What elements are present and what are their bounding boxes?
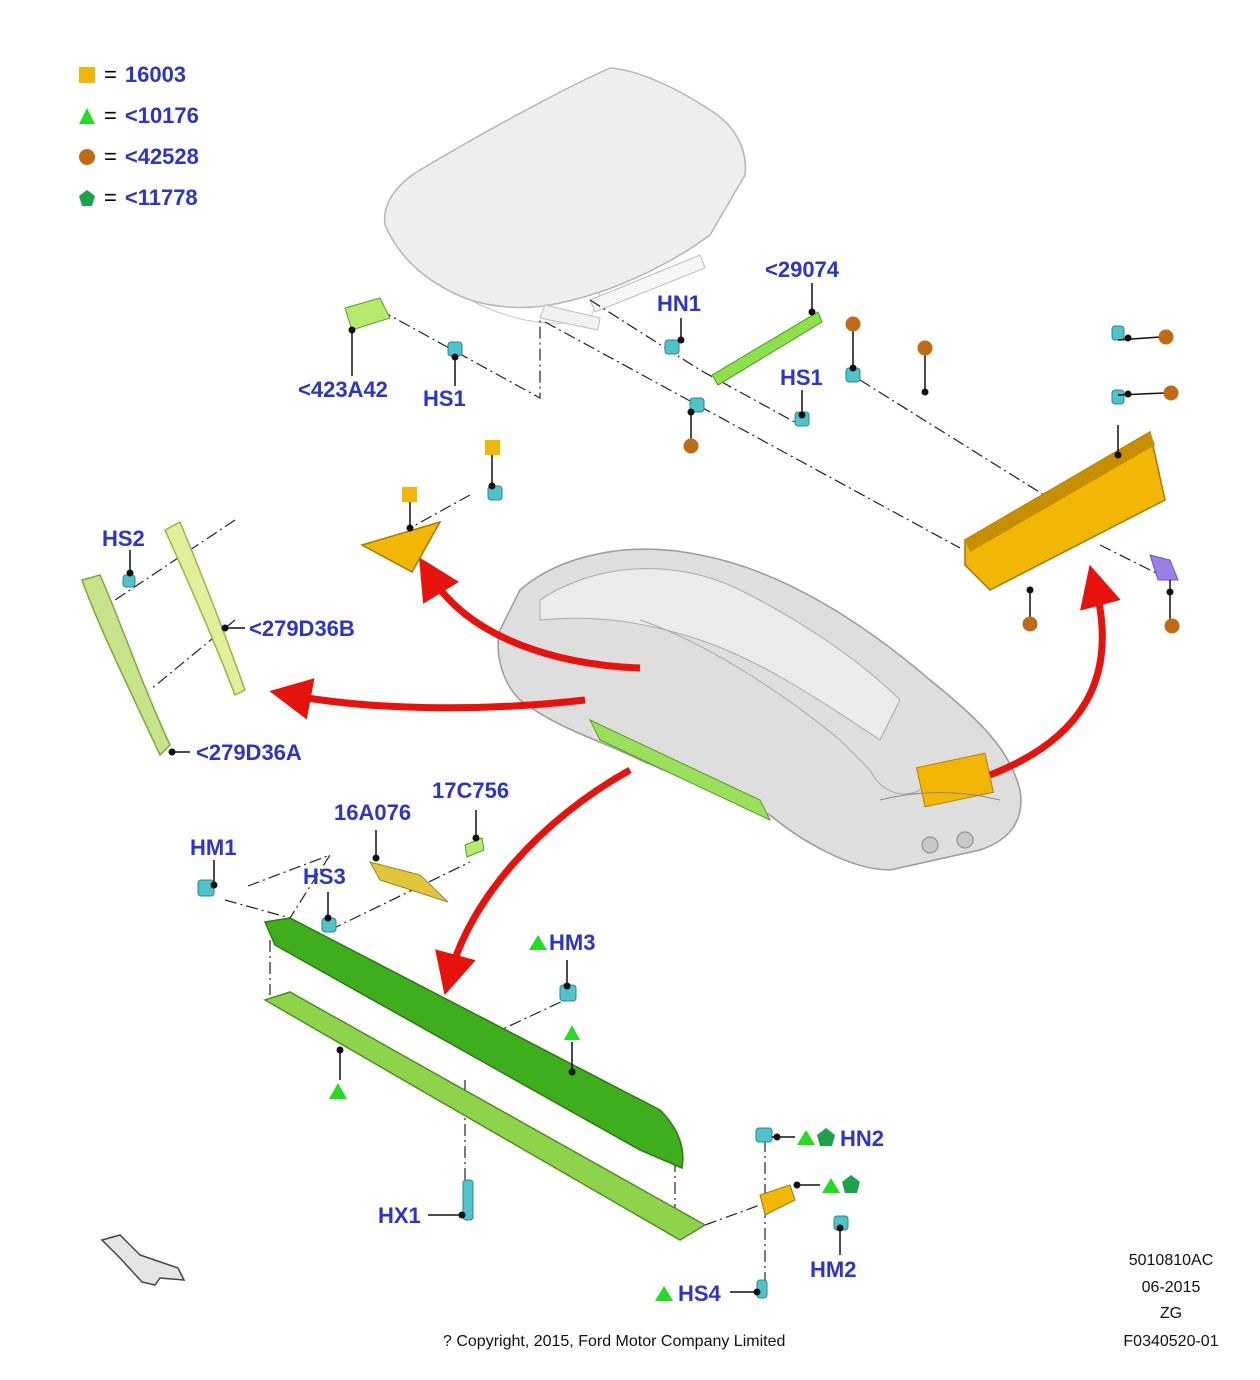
triangle-marker-icon bbox=[79, 108, 95, 124]
square-markers bbox=[402, 440, 500, 502]
drawing-date: 06-2015 bbox=[1141, 1279, 1201, 1296]
label-hn2: HN2 bbox=[840, 1126, 885, 1151]
fasteners bbox=[122, 325, 1125, 1299]
drawing-author: ZG bbox=[1159, 1305, 1183, 1322]
leader-lines bbox=[114, 299, 1161, 1285]
rear-spoiler bbox=[964, 430, 1179, 591]
pentagon-markers bbox=[817, 1128, 860, 1193]
label-hn1: HN1 bbox=[657, 291, 702, 316]
car-body bbox=[497, 548, 1022, 871]
label-hm3: HM3 bbox=[549, 930, 596, 955]
circle-marker-icon bbox=[79, 149, 95, 165]
view-direction-arrow-icon bbox=[100, 1234, 186, 1286]
red-callout-arrows bbox=[269, 557, 1121, 996]
label-hm1: HM1 bbox=[190, 835, 237, 860]
triangle-markers bbox=[329, 935, 840, 1301]
label-17c756: 17C756 bbox=[432, 778, 510, 803]
strip-29074 bbox=[711, 311, 823, 386]
figure-number: F0340520-01 bbox=[1123, 1333, 1219, 1350]
label-16a076: 16A076 bbox=[334, 800, 412, 825]
legend-row-circle: = <42528 bbox=[78, 144, 199, 170]
legend-row-pentagon: = <11778 bbox=[78, 185, 198, 211]
legend-row-triangle: = <10176 bbox=[78, 103, 199, 129]
trunk-lid bbox=[383, 67, 747, 331]
legend-row-square: = 16003 bbox=[78, 62, 186, 88]
label-hs1-right: HS1 bbox=[780, 365, 823, 390]
label-hm2: HM2 bbox=[810, 1257, 857, 1282]
square-marker-icon bbox=[79, 67, 95, 83]
label-29074: <29074 bbox=[765, 257, 840, 282]
label-hs3: HS3 bbox=[303, 864, 346, 889]
label-hs4: HS4 bbox=[678, 1281, 721, 1306]
label-279d36a: <279D36A bbox=[196, 740, 302, 765]
quarter-trim-piece bbox=[360, 520, 442, 574]
label-hx1: HX1 bbox=[378, 1203, 421, 1228]
pentagon-marker-icon bbox=[79, 190, 95, 206]
side-mouldings-279d36 bbox=[81, 520, 246, 757]
circle-markers bbox=[683, 316, 1180, 634]
bracket-423a42 bbox=[344, 297, 391, 331]
label-279d36b: <279D36B bbox=[249, 616, 355, 641]
copyright-notice: ? Copyright, 2015, Ford Motor Company Li… bbox=[443, 1333, 786, 1350]
label-hs1-left: HS1 bbox=[423, 386, 466, 411]
label-423a42: <423A42 bbox=[298, 377, 388, 402]
drawing-code: 5010810AC bbox=[1128, 1252, 1214, 1269]
callout-dots bbox=[126, 308, 1174, 1296]
label-hs2: HS2 bbox=[102, 526, 145, 551]
rocker-panels bbox=[263, 837, 796, 1241]
